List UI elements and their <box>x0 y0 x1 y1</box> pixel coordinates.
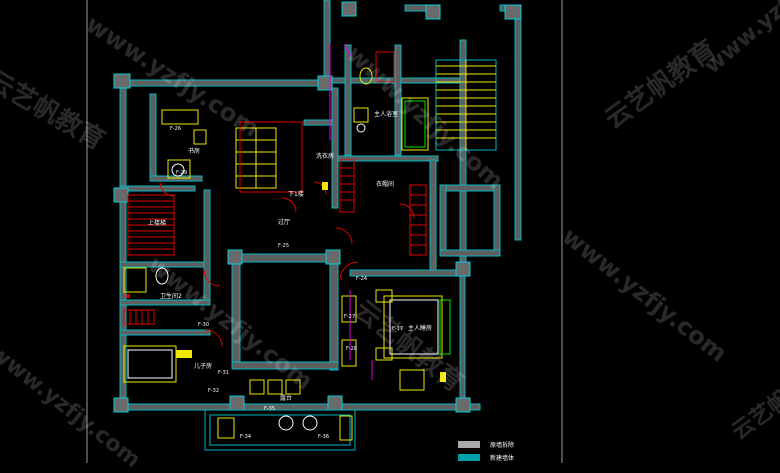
outer-walls <box>119 0 522 411</box>
room-label-stairs-up: 上楼梯 <box>148 219 166 227</box>
fixture-tag: F-32 <box>208 388 219 394</box>
wardrobe-hatch <box>123 159 427 325</box>
stairwell-right <box>435 59 497 151</box>
room-label-terrace: 露台 <box>280 394 292 402</box>
fixture-tag: F-28 <box>346 346 357 352</box>
bath2-fixtures <box>123 267 169 293</box>
room-label-bath2: 卫生间2 <box>160 292 182 300</box>
room-label-dressing: 衣帽间 <box>376 180 394 188</box>
fixture-tag: F-31 <box>218 370 229 376</box>
terrace-outline <box>204 409 356 451</box>
room-label-down-stairs: 下1楼 <box>288 190 304 198</box>
fixture-tag: F-34 <box>240 434 251 440</box>
terrace-items <box>217 379 353 441</box>
room-label-master-bath: 主人浴室 <box>374 110 398 118</box>
master-bath-fixtures <box>353 51 429 151</box>
lighting-circuits <box>329 43 373 380</box>
child-bed <box>123 345 192 383</box>
room-label-study: 书房 <box>188 147 200 155</box>
room-label-child-room: 儿子房 <box>194 362 212 370</box>
stair-outline <box>239 121 303 193</box>
room-label-laundry: 洗衣房 <box>316 152 334 160</box>
plan-canvas: 书房 上楼梯 卫生间2 儿子房 过厅 洗衣房 主人浴室 衣帽间 主人睡房 露台 … <box>86 0 563 463</box>
fixture-tag: F-26 <box>170 126 181 132</box>
down-stairs <box>235 127 277 189</box>
columns <box>113 1 522 413</box>
fixture-tag: F-36 <box>318 434 329 440</box>
legend-swatch-demolish <box>458 441 480 448</box>
fixture-tag: F-30 <box>198 322 209 328</box>
fixture-tag: F-27 <box>344 314 355 320</box>
fixture-tag: F-25 <box>278 243 289 249</box>
fixture-tag: F-29 <box>176 170 187 176</box>
room-label-master-bedroom: 主人睡房 <box>408 324 432 332</box>
legend-swatch-newwall <box>458 454 480 461</box>
master-bed <box>341 289 451 391</box>
legend-label-demolish: 原墙拆除 <box>490 441 514 449</box>
study-furniture <box>161 109 207 179</box>
fixture-tag: F-17 <box>392 326 403 332</box>
stairs-up-hatch <box>127 194 175 256</box>
fixture-tag: F-35 <box>264 406 275 412</box>
legend-label-newwall: 新建墙体 <box>490 454 514 462</box>
symbol-markers <box>126 182 446 382</box>
room-label-hall: 过厅 <box>278 218 290 226</box>
fixture-tag: F-24 <box>356 276 367 282</box>
